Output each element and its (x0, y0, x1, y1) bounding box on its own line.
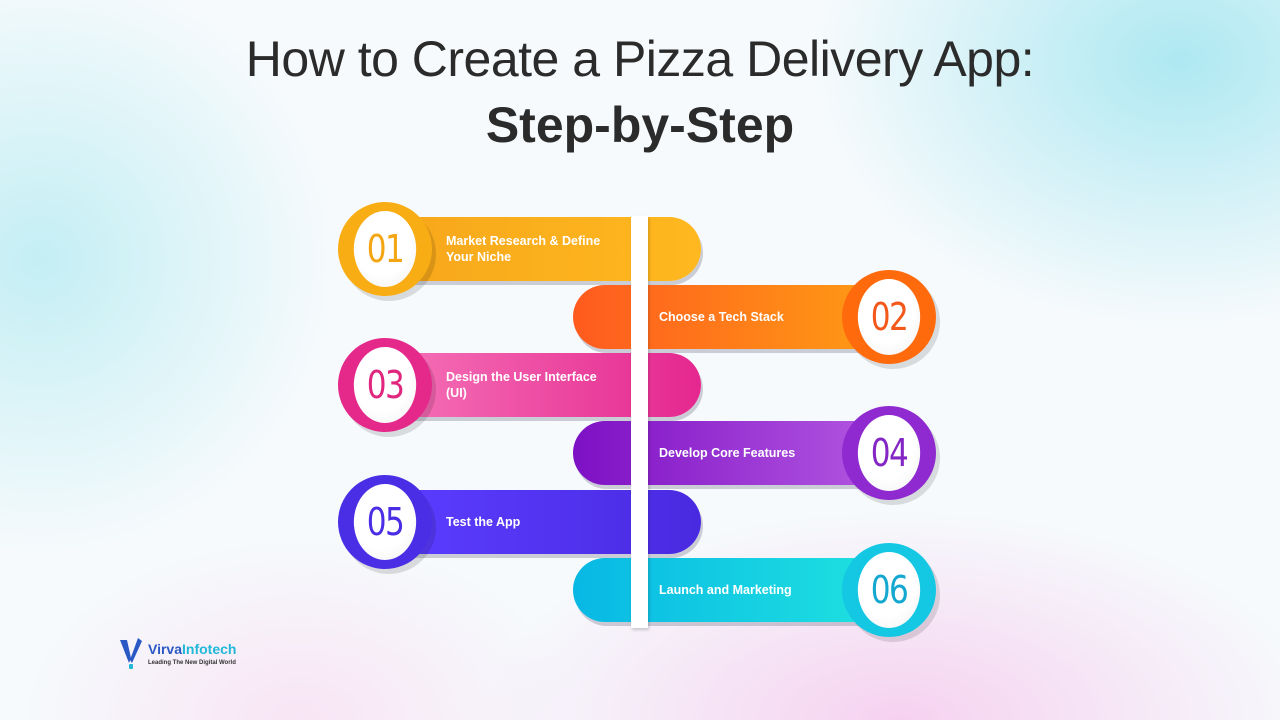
step-bar-05: Test the App (410, 490, 701, 554)
step-bar-01: Market Research & Define Your Niche (410, 217, 701, 281)
step-number-05: 05 (353, 484, 417, 560)
step-label-06: Launch and Marketing (659, 583, 792, 597)
timeline-divider (631, 216, 648, 628)
step-bar-03: Design the User Interface (UI) (410, 353, 701, 417)
step-label-01: Market Research & Define Your Niche (446, 234, 601, 264)
step-number-04: 04 (857, 415, 921, 491)
step-number-02: 02 (857, 279, 921, 355)
step-number-01: 01 (353, 211, 417, 287)
step-label-03: Design the User Interface (UI) (446, 370, 597, 400)
page-title: How to Create a Pizza Delivery App: (245, 31, 1035, 87)
step-label-04: Develop Core Features (659, 446, 796, 460)
step-bar-02: Choose a Tech Stack (573, 285, 873, 349)
step-number-badge-04: 04 (842, 406, 936, 500)
step-bar-04: Develop Core Features (573, 421, 873, 485)
logo-v-icon (120, 638, 142, 669)
logo-name-part1: Virva (148, 640, 182, 657)
step-bar-06: Launch and Marketing (573, 558, 873, 622)
step-number-badge-03: 03 (338, 338, 432, 432)
step-number-badge-02: 02 (842, 270, 936, 364)
step-number-badge-06: 06 (842, 543, 936, 637)
step-label-05: Test the App (446, 515, 521, 529)
company-logo: VirvaInfotech Leading The New Digital Wo… (118, 636, 236, 670)
step-number-badge-01: 01 (338, 202, 432, 296)
step-number-06: 06 (857, 552, 921, 628)
step-number-badge-05: 05 (338, 475, 432, 569)
step-number-03: 03 (353, 347, 417, 423)
logo-name-part2: Infotech (182, 640, 237, 657)
logo-tagline: Leading The New Digital World (148, 659, 236, 666)
page-subtitle: Step-by-Step (485, 97, 795, 153)
step-label-02: Choose a Tech Stack (659, 310, 784, 324)
